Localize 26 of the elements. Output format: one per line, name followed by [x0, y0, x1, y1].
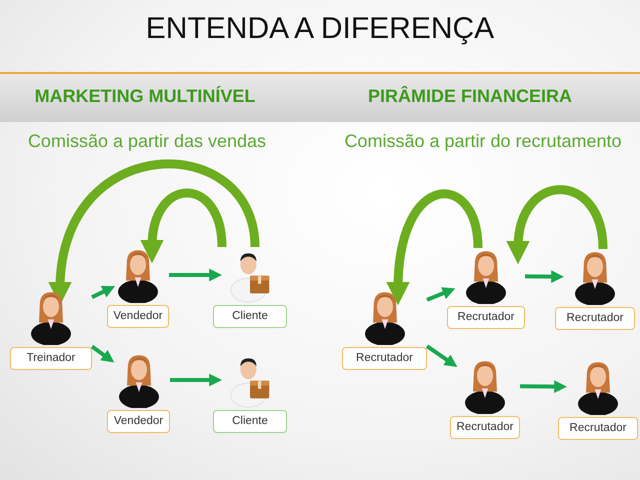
- role-label: Vendedor: [107, 410, 170, 433]
- role-label: Recrutador: [558, 417, 638, 440]
- role-label: Cliente: [213, 305, 287, 328]
- arrow: [90, 344, 114, 363]
- arrow: [170, 374, 222, 386]
- role-label: Vendedor: [107, 305, 169, 328]
- role-label: Recrutador: [555, 307, 635, 330]
- role-label: Recrutador: [450, 416, 520, 439]
- role-label: Recrutador: [342, 347, 427, 370]
- arrow: [91, 286, 116, 299]
- curved-arrow: [140, 188, 226, 264]
- curved-arrow: [507, 185, 608, 264]
- arrow: [520, 380, 567, 393]
- role-label: Treinador: [10, 347, 92, 370]
- subheading: Comissão a partir das vendas: [26, 131, 268, 152]
- arrow: [169, 268, 222, 282]
- curved-arrow: [386, 190, 482, 306]
- role-label: Cliente: [213, 410, 287, 433]
- role-label: Recrutador: [447, 306, 525, 329]
- subheading: Comissão a partir do recrutamento: [343, 131, 623, 152]
- section-heading: MARKETING MULTINÍVEL: [34, 86, 256, 107]
- arrow: [426, 344, 458, 368]
- arrow: [426, 287, 456, 302]
- arrow: [524, 270, 564, 283]
- section-heading: PIRÂMIDE FINANCEIRA: [366, 86, 573, 107]
- title: ENTENDA A DIFERENÇA: [144, 12, 496, 46]
